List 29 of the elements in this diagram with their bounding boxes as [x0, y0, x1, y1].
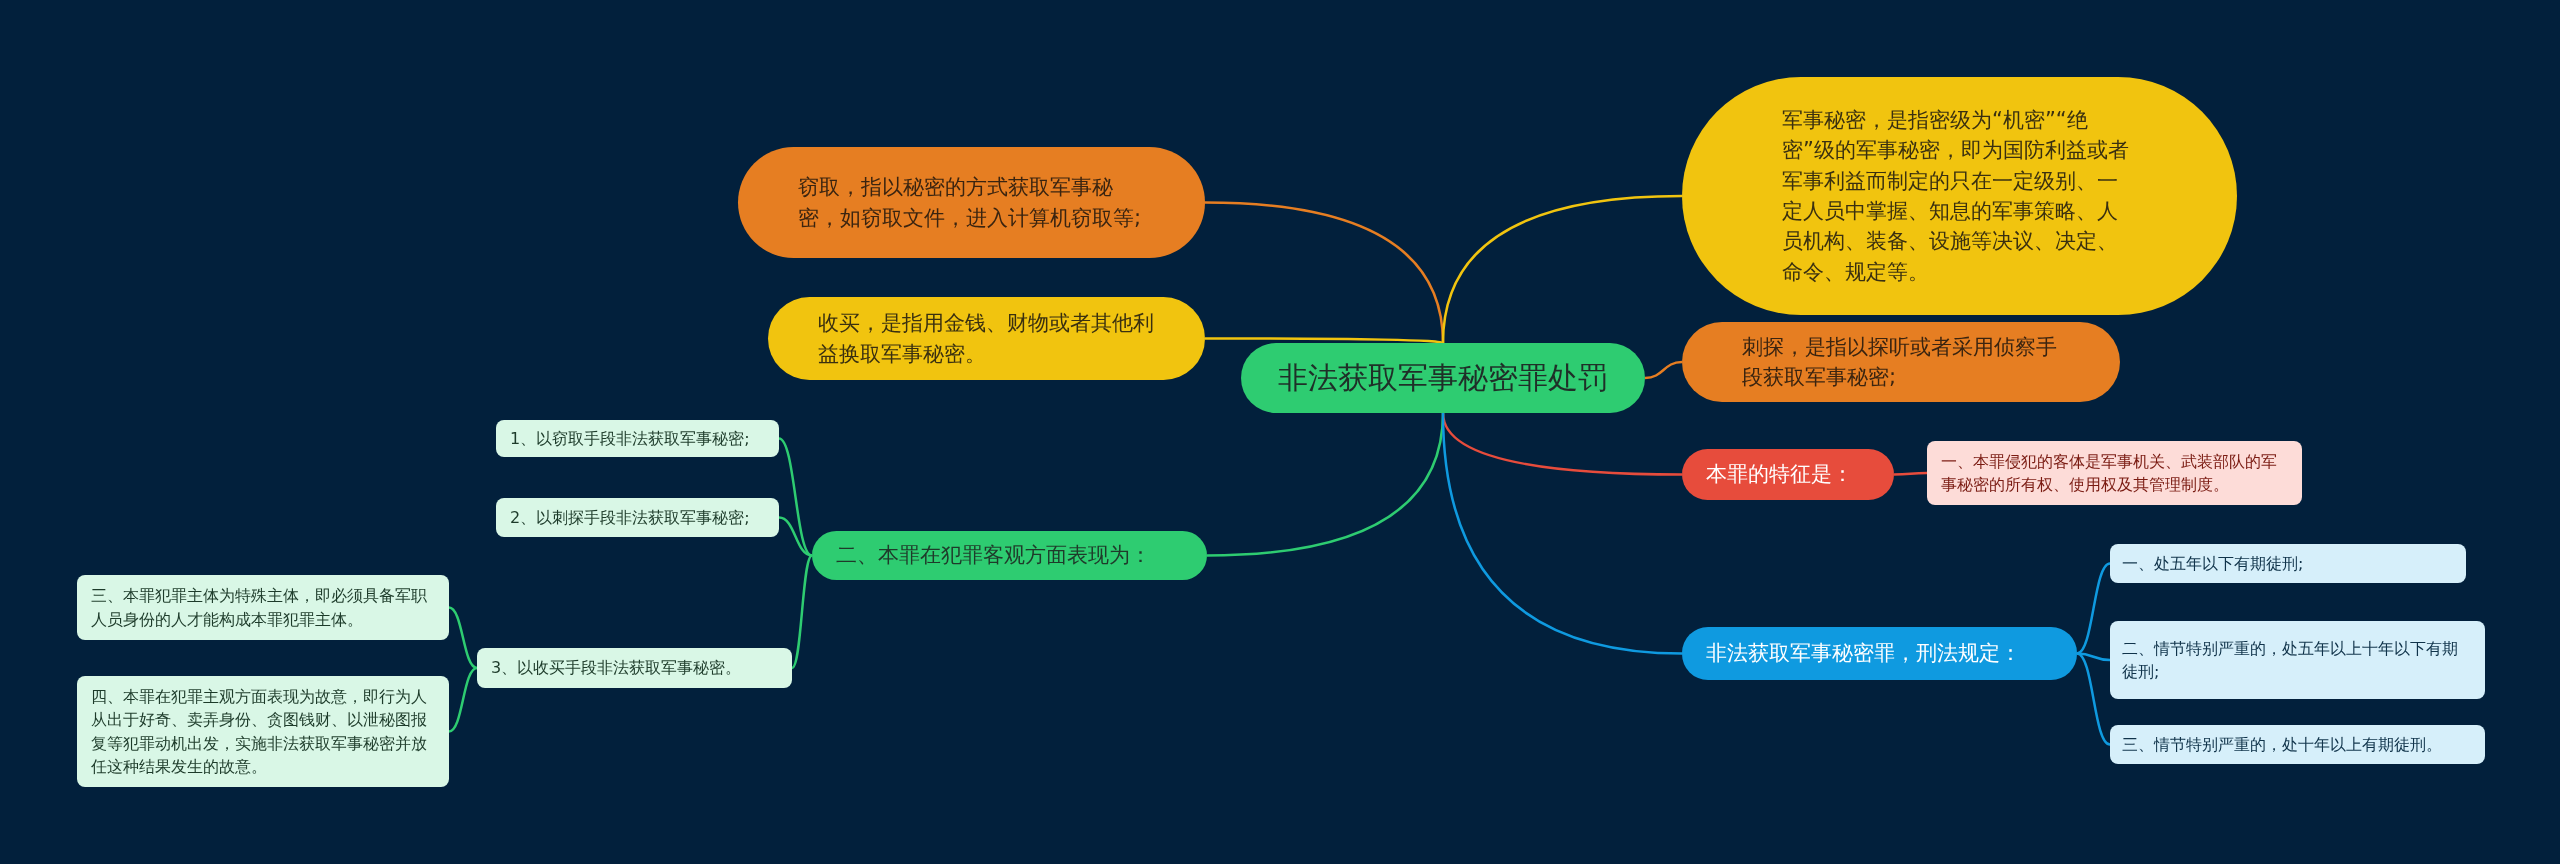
connector-line [1441, 194, 1683, 344]
connector-line [778, 437, 813, 557]
topic-bubble: 刺探，是指以探听或者采用侦察手段获取军事秘密; [1682, 322, 2120, 402]
connector-line [1441, 412, 1683, 655]
note-card: 2、以刺探手段非法获取军事秘密; [496, 498, 779, 537]
topic-pill: 本罪的特征是： [1682, 449, 1894, 500]
connector-line [448, 606, 478, 670]
connector-line [448, 666, 478, 733]
note-card: 1、以窃取手段非法获取军事秘密; [496, 420, 779, 457]
topic-bubble: 收买，是指用金钱、财物或者其他利益换取军事秘密。 [768, 297, 1205, 380]
topic-bubble: 窃取，指以秘密的方式获取军事秘密，如窃取文件，进入计算机窃取等; [738, 147, 1205, 258]
note-card: 二、情节特别严重的，处五年以上十年以下有期徒刑; [2110, 621, 2485, 699]
connector-line [778, 516, 813, 557]
topic-bubble: 军事秘密，是指密级为“机密”“绝密”级的军事秘密，即为国防利益或者军事利益而制定的只在一定级别、一定人员中掌握、知息的军事策略、人员机构、装备、设施等决议、决定、命令、规定等。 [1682, 77, 2237, 315]
connector-line [1205, 337, 1444, 345]
connector-line [2076, 652, 2111, 746]
connector-line [791, 554, 813, 669]
topic-pill: 二、本罪在犯罪客观方面表现为： [812, 531, 1207, 580]
topic-pill: 非法获取军事秘密罪，刑法规定： [1682, 627, 2077, 680]
note-card: 一、处五年以下有期徒刑; [2110, 544, 2466, 583]
note-card: 三、本罪犯罪主体为特殊主体，即必须具备军职人员身份的人才能构成本罪犯罪主体。 [77, 575, 449, 640]
note-card: 四、本罪在犯罪主观方面表现为故意，即行为人从出于好奇、卖弄身份、贪图钱财、以泄秘图报复等犯罪动机出发，实施非法获取军事秘密并放任这种结果发生的故意。 [77, 676, 449, 787]
connector-line [2076, 562, 2111, 655]
connector-line [1894, 471, 1927, 476]
note-card: 3、以收买手段非法获取军事秘密。 [477, 648, 792, 688]
connector-line [1644, 360, 1683, 380]
central-topic: 非法获取军事秘密罪处罚 [1241, 343, 1645, 413]
note-card: 一、本罪侵犯的客体是军事机关、武装部队的军事秘密的所有权、使用权及其管理制度。 [1927, 441, 2302, 505]
note-card: 三、情节特别严重的，处十年以上有期徒刑。 [2110, 725, 2485, 764]
